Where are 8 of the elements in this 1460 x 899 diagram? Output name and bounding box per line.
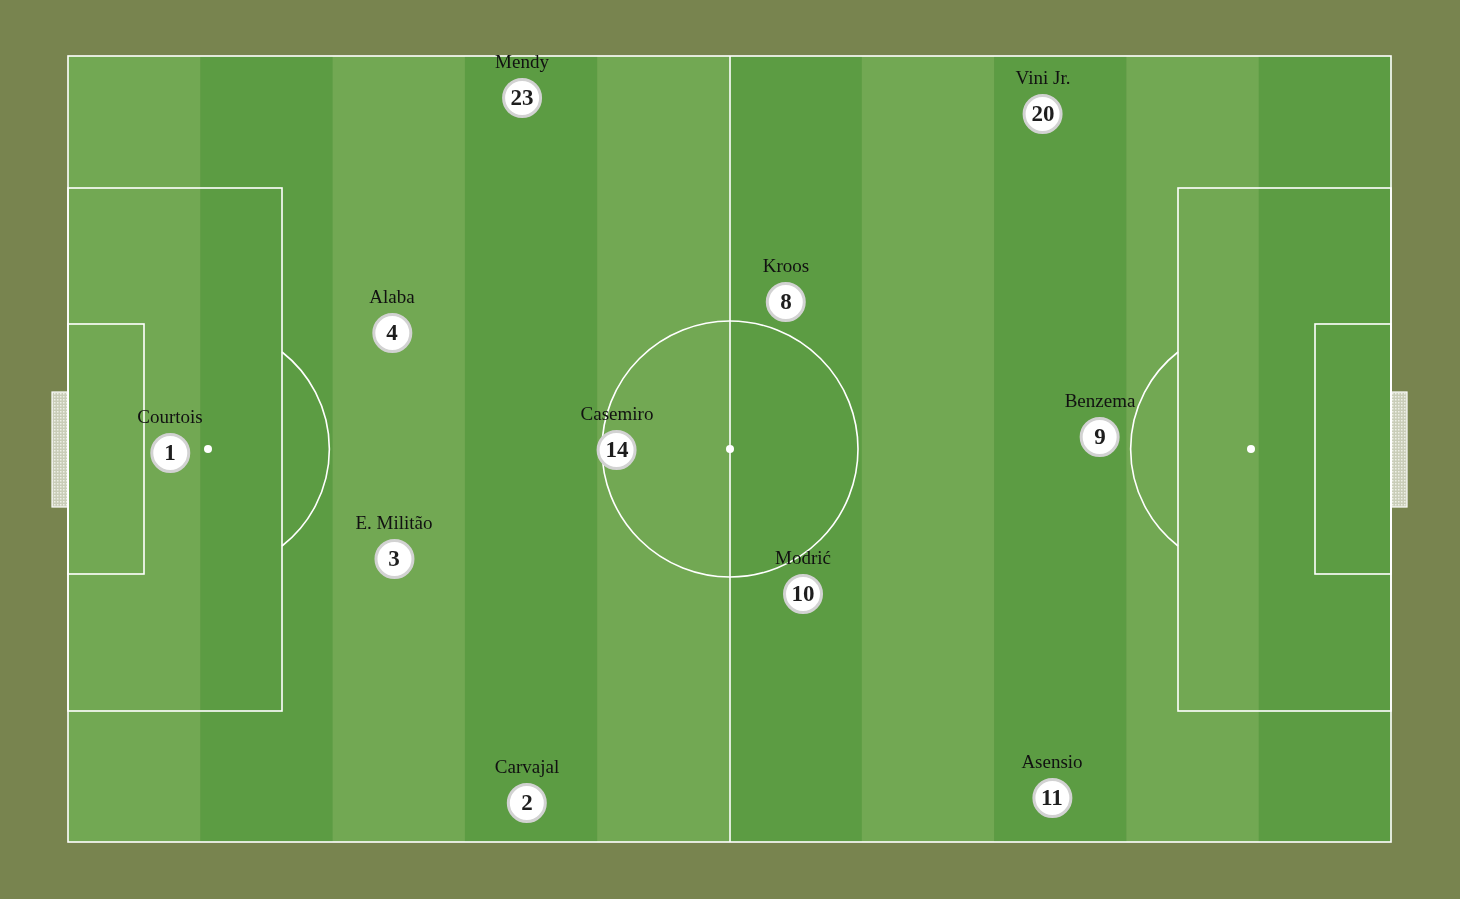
player-name: Carvajal — [494, 756, 560, 778]
player-name: Benzema — [1064, 390, 1136, 412]
player-name: Alaba — [369, 286, 415, 308]
player-name: E. Militão — [355, 512, 433, 534]
player-name: Kroos — [762, 255, 810, 277]
player-name: Mendy — [495, 51, 549, 73]
player-name: Vini Jr. — [1015, 67, 1071, 89]
player-name: Asensio — [1021, 751, 1083, 773]
